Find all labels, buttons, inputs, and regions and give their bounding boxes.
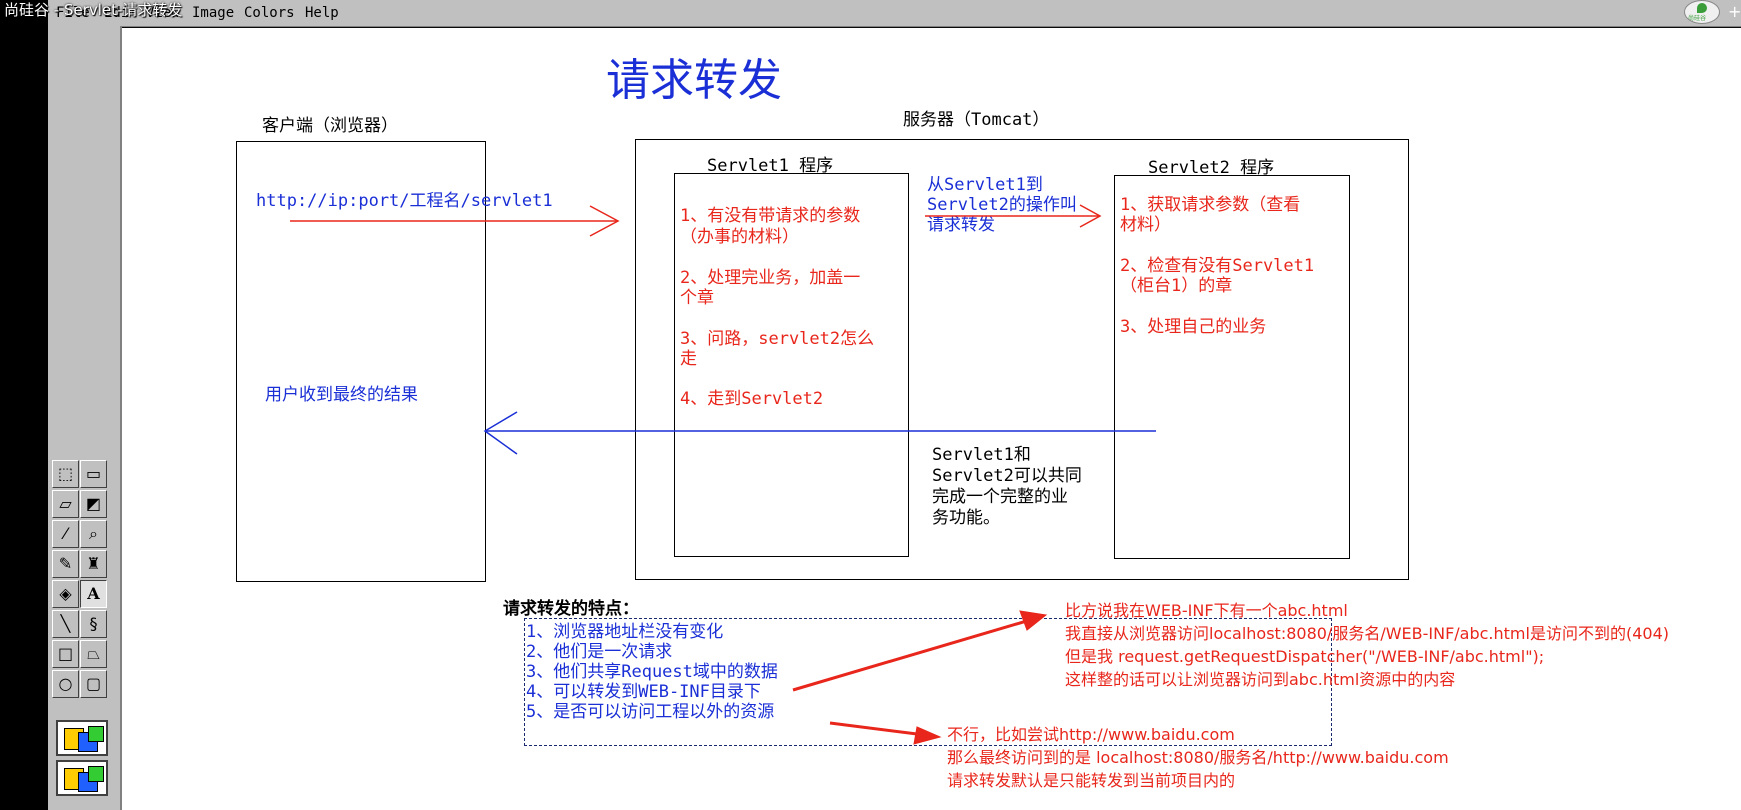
servlet2-step: 2、检查有没有Servlet1: [1120, 256, 1315, 276]
servlet1-step: 3、问路，servlet2怎么: [680, 329, 875, 349]
plus-icon[interactable]: +: [1728, 2, 1741, 21]
servlet1-step: 2、处理完业务，加盖一: [680, 268, 861, 288]
color-swatch-icon[interactable]: [56, 720, 108, 756]
menu-edit[interactable]: Edit: [104, 5, 138, 21]
rectangle-icon[interactable]: □: [52, 640, 79, 668]
features-list: 1、浏览器地址栏没有变化 2、他们是一次请求 3、他们共享Request域中的数…: [526, 622, 778, 722]
airbrush-icon[interactable]: ◈: [52, 580, 79, 608]
forward-note-line: Servlet2的操作叫: [927, 195, 1077, 215]
brand-logo-icon: 尚硅谷: [1684, 0, 1720, 24]
webinf-note-line: 比方说我在WEB-INF下有一个abc.html: [1065, 601, 1348, 620]
server-label: 服务器（Tomcat）: [903, 110, 1050, 130]
menu-bar: File Edit View Image Colors Help: [48, 0, 1741, 27]
forward-note-line: 请求转发: [927, 215, 995, 235]
servlet2-step: 1、获取请求参数（查看: [1120, 195, 1301, 215]
webinf-note-line: 这样整的话可以让浏览器访问到abc.html资源中的内容: [1065, 670, 1456, 689]
video-title: 尚硅谷 - Servlet-请求转发: [4, 1, 183, 19]
external-pointer-arrow: [829, 721, 942, 745]
rect-select-icon[interactable]: ▭: [80, 460, 107, 488]
polygon-icon[interactable]: ⏢: [80, 640, 107, 668]
cooperation-note-line: 完成一个完整的业: [932, 487, 1068, 507]
brush-icon[interactable]: ♜: [80, 550, 107, 578]
features-heading: 请求转发的特点：: [503, 599, 639, 619]
diagram-title: 请求转发: [606, 55, 782, 106]
servlet2-box: [1114, 175, 1350, 559]
feature-item: 3、他们共享Request域中的数据: [526, 662, 778, 682]
request-url: http://ip:port/工程名/servlet1: [256, 191, 553, 211]
ellipse-icon[interactable]: ○: [52, 670, 79, 698]
servlet1-box: [674, 173, 909, 557]
client-label: 客户端（浏览器）: [262, 116, 398, 136]
color-swatch-alt-icon[interactable]: [56, 760, 108, 796]
feature-item: 2、他们是一次请求: [526, 642, 673, 662]
external-note-line: 那么最终访问到的是 localhost:8080/服务名/http://www.…: [947, 748, 1449, 767]
fill-bucket-icon[interactable]: ◩: [80, 490, 107, 518]
external-note-line: 不行，比如尝试http://www.baidu.com: [947, 725, 1235, 744]
response-arrow: [483, 411, 1156, 455]
webinf-note-line: 但是我 request.getRequestDispatcher("/WEB-I…: [1065, 647, 1545, 666]
webinf-note-line: 我直接从浏览器访问localhost:8080/服务名/WEB-INF/abc.…: [1065, 624, 1669, 643]
servlet1-step: 1、有没有带请求的参数: [680, 206, 861, 226]
servlet1-step: 走: [680, 349, 697, 369]
servlet2-step: （柜台1）的章: [1120, 276, 1233, 296]
external-note-line: 请求转发默认是只能转发到当前项目内的: [947, 771, 1236, 790]
cooperation-note: Servlet1和 Servlet2可以共同 完成一个完整的业 务功能。: [932, 445, 1082, 529]
menu-file[interactable]: File: [56, 5, 90, 21]
text-icon[interactable]: A: [80, 580, 107, 608]
line-icon[interactable]: ╲: [52, 610, 79, 638]
menu-view[interactable]: View: [146, 5, 180, 21]
feature-item: 4、可以转发到WEB-INF目录下: [526, 682, 761, 702]
eyedropper-icon[interactable]: ⁄: [52, 520, 79, 548]
features-frame: [524, 618, 1332, 746]
servlet1-title: Servlet1 程序: [707, 156, 834, 176]
magnifier-icon[interactable]: ⌕: [80, 520, 107, 548]
pencil-icon[interactable]: ✎: [52, 550, 79, 578]
cooperation-note-line: Servlet2可以共同: [932, 466, 1082, 486]
servlet2-title: Servlet2 程序: [1148, 158, 1275, 178]
request-arrow: [290, 205, 620, 237]
forward-note: 从Servlet1到 Servlet2的操作叫 请求转发: [927, 175, 1077, 235]
server-box: [635, 139, 1409, 580]
feature-item: 5、是否可以访问工程以外的资源: [526, 702, 775, 722]
user-result: 用户收到最终的结果: [265, 385, 418, 405]
tool-panel: ⬚ ▭ ▱ ◩ ⁄ ⌕ ✎ ♜ ◈ A ╲ § □ ⏢ ○ ▢: [48, 26, 122, 810]
feature-item: 1、浏览器地址栏没有变化: [526, 622, 724, 642]
rounded-rect-icon[interactable]: ▢: [80, 670, 107, 698]
webinf-note: 比方说我在WEB-INF下有一个abc.html 我直接从浏览器访问localh…: [1065, 599, 1669, 691]
free-select-icon[interactable]: ⬚: [52, 460, 79, 488]
servlet1-step: （办事的材料）: [680, 227, 799, 247]
forward-arrow: [925, 204, 1102, 228]
left-black-bar: [0, 0, 48, 810]
drawing-canvas[interactable]: [122, 28, 1741, 810]
forward-note-line: 从Servlet1到: [927, 175, 1043, 195]
client-box: [236, 141, 486, 582]
cooperation-note-line: Servlet1和: [932, 445, 1031, 465]
servlet1-step: 4、走到Servlet2: [680, 389, 824, 409]
curve-icon[interactable]: §: [80, 610, 107, 638]
external-note: 不行，比如尝试http://www.baidu.com 那么最终访问到的是 lo…: [947, 723, 1449, 792]
eraser-icon[interactable]: ▱: [52, 490, 79, 518]
menu-help[interactable]: Help: [305, 5, 339, 21]
menu-image[interactable]: Image: [192, 5, 235, 21]
menu-colors[interactable]: Colors: [244, 5, 295, 21]
servlet1-step: 个章: [680, 288, 714, 308]
cooperation-note-line: 务功能。: [932, 508, 1000, 528]
webinf-pointer-arrow: [792, 610, 1048, 692]
servlet2-step: 3、处理自己的业务: [1120, 317, 1267, 337]
servlet2-step: 材料）: [1120, 215, 1171, 235]
